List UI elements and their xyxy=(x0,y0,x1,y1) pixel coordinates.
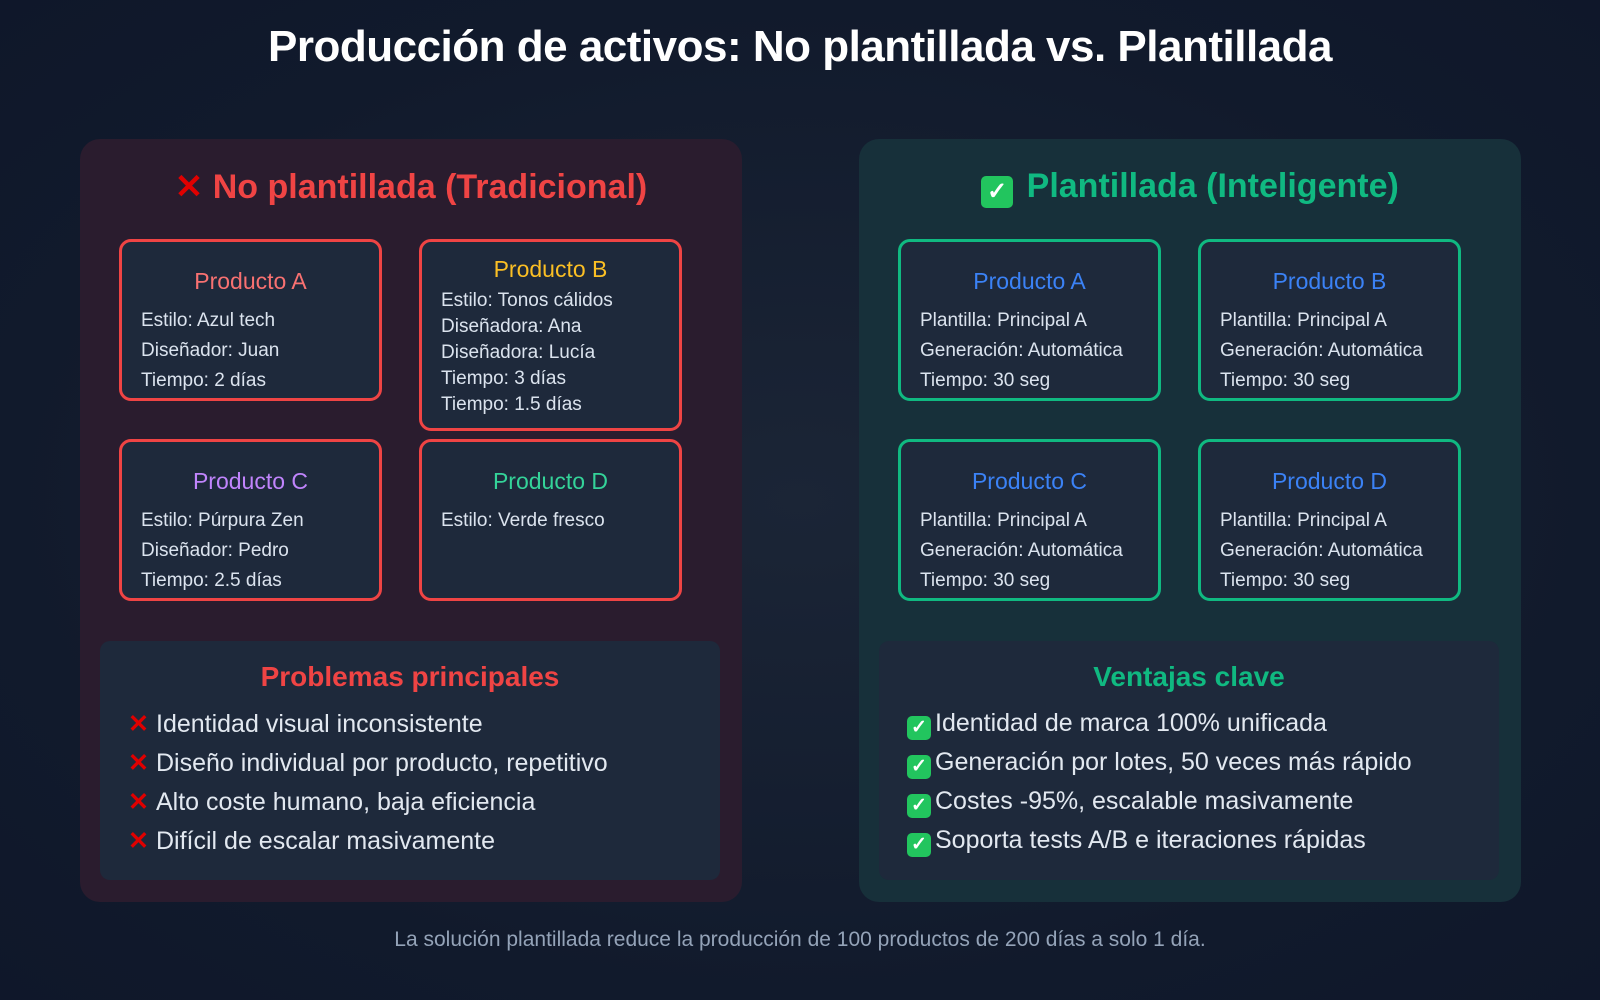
product-detail: Generación: Automática xyxy=(920,540,1123,561)
product-detail: Estilo: Tonos cálidos xyxy=(441,290,613,311)
advantages-box: Ventajas clave ✓Identidad de marca 100% … xyxy=(879,641,1499,880)
check-icon: ✓ xyxy=(907,833,931,857)
product-detail: Estilo: Púrpura Zen xyxy=(141,510,304,531)
problems-box: Problemas principales ✕Identidad visual … xyxy=(100,641,720,880)
product-title: Producto D xyxy=(492,468,609,494)
list-item: ✓Costes -95%, escalable masivamente xyxy=(907,787,1353,818)
check-icon: ✓ xyxy=(907,794,931,818)
product-title: Producto C xyxy=(192,468,309,494)
list-item-text: Soporta tests A/B e iteraciones rápidas xyxy=(935,826,1366,854)
list-item-text: Generación por lotes, 50 veces más rápid… xyxy=(935,748,1412,776)
product-title: Producto B xyxy=(493,256,608,282)
cross-icon: ✕ xyxy=(128,827,149,855)
check-icon: ✓ xyxy=(907,716,931,740)
list-item: ✕Difícil de escalar masivamente xyxy=(128,826,495,856)
product-detail: Generación: Automática xyxy=(1220,540,1423,561)
list-item: ✓Generación por lotes, 50 veces más rápi… xyxy=(907,748,1412,779)
product-title: Producto A xyxy=(973,268,1086,294)
check-icon: ✓ xyxy=(981,176,1014,208)
heading-text: Plantillada (Inteligente) xyxy=(1026,167,1399,205)
list-item: ✓Soporta tests A/B e iteraciones rápidas xyxy=(907,826,1366,857)
product-title: Producto B xyxy=(1272,268,1387,294)
product-detail: Tiempo: 30 seg xyxy=(1220,570,1351,591)
list-item-text: Costes -95%, escalable masivamente xyxy=(935,787,1354,815)
list-item-text: Alto coste humano, baja eficiencia xyxy=(156,788,536,816)
product-detail: Tiempo: 30 seg xyxy=(920,570,1051,591)
product-card: Producto B Plantilla: Principal A Generaci… xyxy=(1198,239,1461,401)
cross-icon: ✕ xyxy=(128,788,149,816)
product-detail: Generación: Automática xyxy=(920,340,1123,361)
product-detail: Estilo: Verde fresco xyxy=(441,510,605,531)
product-detail: Generación: Automática xyxy=(1220,340,1423,361)
panel-heading: ✓ Plantillada (Inteligente) xyxy=(859,167,1521,208)
product-detail-alt: Diseñadora: Lucía xyxy=(441,342,596,363)
page-title: Producción de activos: No plantillada vs… xyxy=(268,22,1332,71)
product-title: Producto D xyxy=(1271,468,1388,494)
product-detail: Tiempo: 30 seg xyxy=(1220,370,1351,391)
list-item: ✕Identidad visual inconsistente xyxy=(128,709,483,739)
panel-non-templated: ✕ No plantillada (Tradicional) Producto … xyxy=(80,139,742,902)
cross-icon: ✕ xyxy=(128,749,149,777)
product-title: Producto A xyxy=(194,268,307,294)
list-item-text: Identidad visual inconsistente xyxy=(156,710,483,738)
list-item: ✓Identidad de marca 100% unificada xyxy=(907,709,1327,740)
panel-templated: ✓ Plantillada (Inteligente) Producto A Pl… xyxy=(859,139,1521,902)
product-detail: Estilo: Azul tech xyxy=(141,310,276,331)
product-title: Producto C xyxy=(971,468,1088,494)
product-detail: Tiempo: 3 días xyxy=(441,368,566,389)
product-card: Producto D Plantilla: Principal A Generaci… xyxy=(1198,439,1461,601)
list-item: ✕Diseño individual por producto, repetit… xyxy=(128,748,608,778)
product-card: Producto A Plantilla: Principal A Generaci… xyxy=(898,239,1161,401)
product-detail: Diseñador: Pedro xyxy=(141,540,289,561)
check-icon: ✓ xyxy=(907,755,931,779)
product-detail-alt: Tiempo: 1.5 días xyxy=(441,394,582,415)
problems-heading: Problemas principales xyxy=(260,661,560,692)
list-item-text: Identidad de marca 100% unificada xyxy=(935,709,1327,737)
product-detail: Tiempo: 30 seg xyxy=(920,370,1051,391)
product-detail: Plantilla: Principal A xyxy=(920,310,1087,331)
advantages-heading: Ventajas clave xyxy=(1093,661,1285,692)
cross-icon: ✕ xyxy=(174,168,204,206)
list-item: ✕Alto coste humano, baja eficiencia xyxy=(128,787,535,817)
product-detail: Plantilla: Principal A xyxy=(920,510,1087,531)
product-detail: Tiempo: 2 días xyxy=(141,370,266,391)
product-detail: Diseñadora: Ana xyxy=(441,316,582,337)
footer-note: La solución plantillada reduce la produc… xyxy=(394,928,1206,951)
list-item-text: Difícil de escalar masivamente xyxy=(156,827,496,855)
panel-heading: ✕ No plantillada (Tradicional) xyxy=(80,167,742,207)
list-item-text: Diseño individual por producto, repetiti… xyxy=(156,749,608,777)
product-detail: Tiempo: 2.5 días xyxy=(141,570,282,591)
product-detail: Plantilla: Principal A xyxy=(1220,310,1387,331)
heading-text: No plantillada (Tradicional) xyxy=(212,168,648,206)
product-detail: Plantilla: Principal A xyxy=(1220,510,1387,531)
product-card: Producto D Estilo: Verde fresco xyxy=(419,439,682,601)
cross-icon: ✕ xyxy=(128,710,149,738)
product-detail: Diseñador: Juan xyxy=(141,340,280,361)
product-card: Producto C Plantilla: Principal A Generaci… xyxy=(898,439,1161,601)
